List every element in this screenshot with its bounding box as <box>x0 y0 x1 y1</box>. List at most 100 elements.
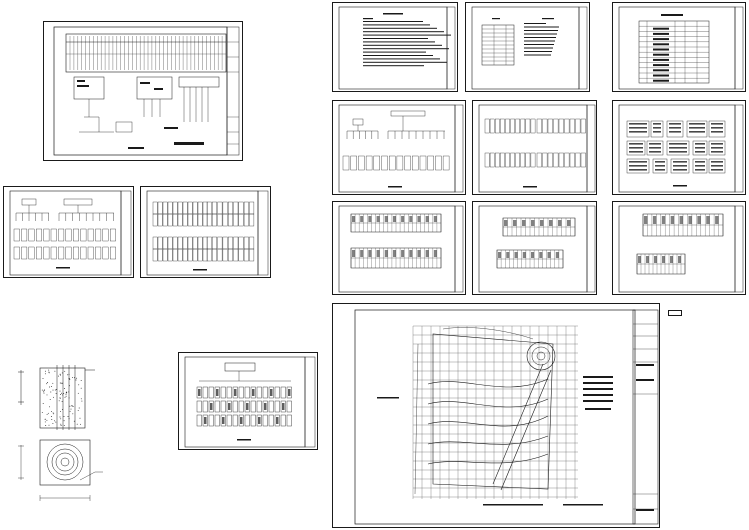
drawing-mark <box>44 389 46 391</box>
drawing-block <box>363 18 373 20</box>
drawing-mark <box>41 389 43 391</box>
drawing-mark <box>63 393 65 395</box>
sheet-layout-b[interactable] <box>472 201 597 295</box>
drawing-mark <box>80 387 82 389</box>
drawing-block <box>629 169 647 171</box>
drawing-block <box>547 252 551 258</box>
drawing-block <box>708 120 726 138</box>
drawing-block <box>695 169 705 171</box>
drawing-block <box>715 216 719 224</box>
drawing-block <box>234 389 237 396</box>
drawing-block <box>653 74 669 77</box>
drawing-block <box>409 216 413 222</box>
drawing-block <box>233 248 239 262</box>
sheet-distribution-a[interactable] <box>3 186 134 278</box>
drawing-block <box>580 118 586 134</box>
drawing-block <box>224 362 256 372</box>
drawing-mark <box>78 407 80 409</box>
drawing-block <box>246 403 249 410</box>
drawing-mark <box>72 405 74 407</box>
sheet-system-diagram[interactable] <box>43 21 243 161</box>
drawing-block <box>268 400 274 413</box>
drawing-block <box>202 400 208 413</box>
drawing-block <box>187 248 193 262</box>
drawing-block <box>433 250 437 257</box>
drawing-block <box>679 216 683 224</box>
drawing-block <box>442 155 450 171</box>
drawing-block <box>542 18 554 20</box>
drawing-block <box>363 65 424 67</box>
drawing-block <box>567 220 571 226</box>
sheet-layout-a[interactable] <box>332 201 466 295</box>
detail-foundation <box>15 360 105 510</box>
sheet-legend-table[interactable] <box>612 2 746 92</box>
drawing-block <box>655 165 665 167</box>
drawing-block <box>363 61 447 63</box>
drawing-mark <box>51 419 53 420</box>
sheet-panel-b[interactable] <box>472 100 597 195</box>
drawing-mark <box>72 376 73 378</box>
sheet-notes-2[interactable] <box>465 2 590 92</box>
drawing-block <box>711 165 723 167</box>
drawing-block <box>212 213 217 227</box>
drawing-block <box>666 140 690 156</box>
drawing-block <box>669 123 681 125</box>
drawing-block <box>646 140 664 156</box>
drawing-block <box>433 216 437 222</box>
drawing-block <box>157 213 163 227</box>
drawing-block <box>214 414 220 427</box>
layout-b-drawing <box>478 205 596 293</box>
drawing-block <box>522 220 526 226</box>
drawing-block <box>244 400 250 413</box>
sheet-layout-c[interactable] <box>612 201 746 295</box>
drawing-block <box>553 118 559 134</box>
drawing-block <box>376 250 380 257</box>
sheet-distribution-c[interactable] <box>178 352 318 450</box>
drawing-mark <box>60 410 61 412</box>
drawing-block <box>504 220 508 226</box>
drawing-block <box>525 118 531 134</box>
drawing-mark <box>55 421 57 423</box>
drawing-block <box>162 248 168 262</box>
drawing-mark <box>77 392 79 394</box>
drawing-block <box>204 417 207 424</box>
drawing-mark <box>54 420 55 422</box>
drawing-block <box>524 30 558 31</box>
sheet-distribution-b[interactable] <box>140 186 271 278</box>
sheet-notes-1[interactable] <box>332 2 458 92</box>
drawing-mark <box>50 416 52 417</box>
drawing-block <box>531 220 535 226</box>
drawing-block <box>43 246 50 260</box>
drawing-mark <box>77 409 79 411</box>
drawing-block <box>360 216 364 222</box>
drawing-block <box>238 201 244 215</box>
drawing-block <box>510 118 515 134</box>
drawing-block <box>220 414 226 427</box>
drawing-block <box>250 414 256 427</box>
sheet-panel-a[interactable] <box>332 100 466 195</box>
sheet-site-plan[interactable] <box>332 303 660 528</box>
drawing-block <box>162 201 168 215</box>
drawing-block <box>196 400 202 413</box>
drawing-block <box>110 246 116 260</box>
drawing-block <box>558 152 564 168</box>
drawing-block <box>192 236 198 250</box>
drawing-block <box>206 236 212 250</box>
drawing-block <box>629 123 647 125</box>
drawing-block <box>392 250 396 257</box>
drawing-block <box>368 250 372 257</box>
drawing-mark <box>63 388 65 389</box>
drawing-block <box>689 123 705 125</box>
drawing-block <box>498 252 502 258</box>
drawing-block <box>102 246 109 260</box>
drawing-block <box>670 256 673 263</box>
drawing-mark <box>69 405 71 407</box>
drawing-block <box>564 152 570 168</box>
sheet-panel-c[interactable] <box>612 100 746 195</box>
drawing-block <box>36 228 42 242</box>
drawing-mark <box>49 399 51 401</box>
drawing-block <box>384 216 388 222</box>
drawing-mark <box>65 394 67 396</box>
drawing-block <box>202 414 208 427</box>
drawing-block <box>228 403 231 410</box>
